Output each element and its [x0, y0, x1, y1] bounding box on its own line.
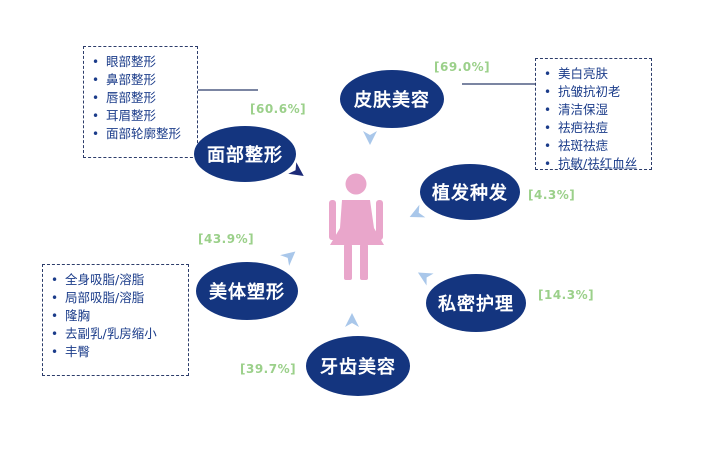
face-list-item: 耳眉整形 [92, 107, 189, 125]
arrow-private-icon [417, 272, 434, 286]
percent-body: [43.9%] [198, 232, 255, 246]
face-list-item: 唇部整形 [92, 89, 189, 107]
face-list-item: 眼部整形 [92, 53, 189, 71]
skin-list-item: 抗皱抗初老 [544, 83, 643, 101]
arrow-teeth-icon [345, 313, 359, 327]
percent-teeth: [39.7%] [240, 362, 297, 376]
face-list-item: 鼻部整形 [92, 71, 189, 89]
skin-list-item: 祛斑祛痣 [544, 137, 643, 155]
body-list-item: 局部吸脂/溶脂 [51, 289, 180, 307]
body-list-item: 隆胸 [51, 307, 180, 325]
node-body: 美体塑形 [196, 262, 298, 320]
arrow-face-icon [288, 162, 304, 177]
percent-skin: [69.0%] [434, 60, 491, 74]
node-skin: 皮肤美容 [340, 70, 444, 128]
face-list-item: 面部轮廓整形 [92, 125, 189, 143]
node-face: 面部整形 [194, 126, 296, 182]
node-teeth: 牙齿美容 [306, 336, 410, 396]
body-list-item: 去副乳/乳房缩小 [51, 325, 180, 343]
skin-list-item: 祛疤祛痘 [544, 119, 643, 137]
node-private: 私密护理 [426, 274, 526, 332]
arrow-body-icon [280, 251, 296, 266]
node-hair: 植发种发 [420, 164, 520, 220]
skin-list-item: 抗敏/祛红血丝 [544, 155, 643, 173]
body-list-item: 全身吸脂/溶脂 [51, 271, 180, 289]
percent-hair: [4.3%] [528, 188, 576, 202]
arrow-skin-icon [363, 131, 377, 145]
skin-services-list: 美白亮肤抗皱抗初老清洁保湿祛疤祛痘祛斑祛痣抗敏/祛红血丝 [535, 58, 652, 173]
percent-face: [60.6%] [250, 102, 307, 116]
body-services-list: 全身吸脂/溶脂局部吸脂/溶脂隆胸去副乳/乳房缩小丰臀 [42, 264, 189, 376]
skin-list-item: 清洁保湿 [544, 101, 643, 119]
arrow-hair-icon [409, 204, 426, 218]
percent-private: [14.3%] [538, 288, 595, 302]
skin-list-item: 美白亮肤 [544, 65, 643, 83]
face-services-list: 眼部整形鼻部整形唇部整形耳眉整形面部轮廓整形 [83, 46, 198, 158]
body-list-item: 丰臀 [51, 343, 180, 361]
